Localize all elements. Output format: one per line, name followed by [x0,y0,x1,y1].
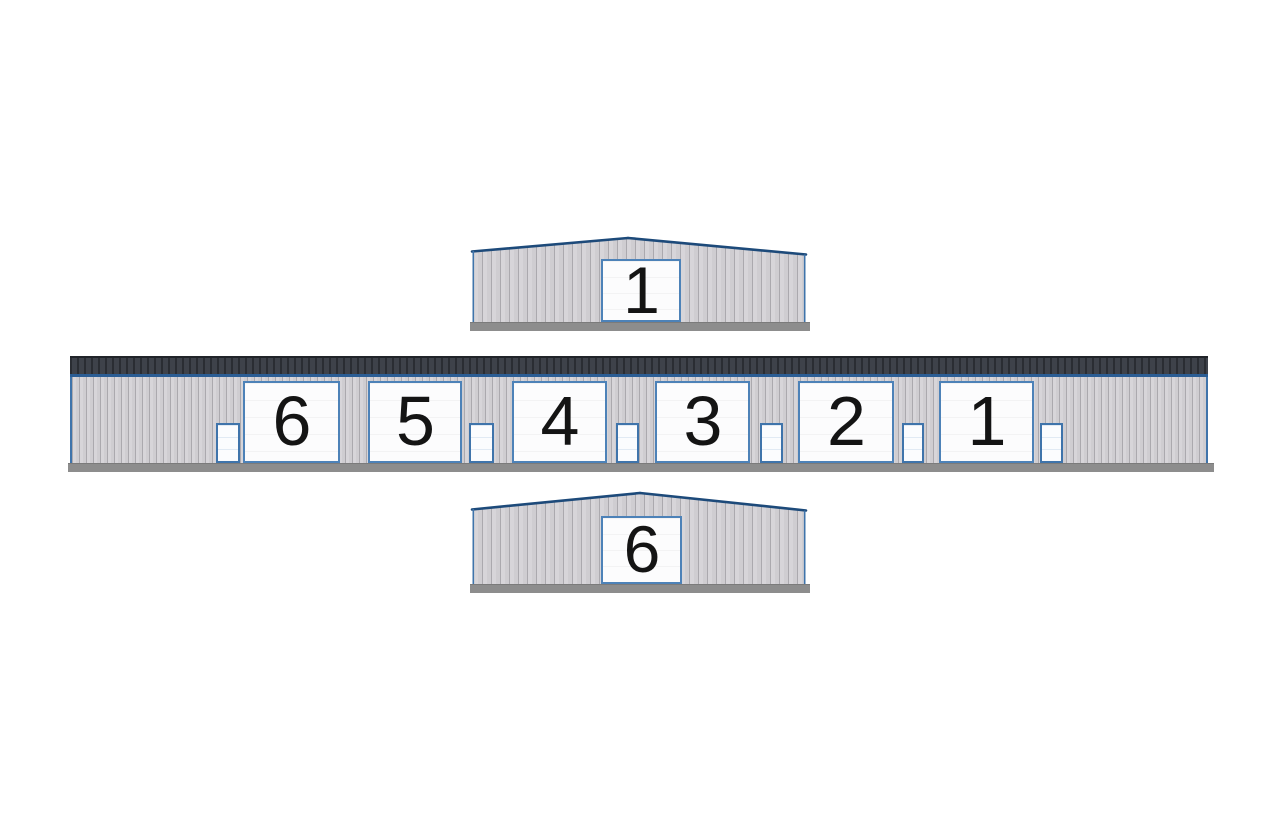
end-door-unit-6: 6 [601,516,682,584]
door-number: 2 [827,382,866,460]
overhead-door-unit-5: 5 [368,381,462,463]
man-door [216,423,240,463]
man-door [1040,423,1063,463]
end-elevation-top: 1 [470,236,810,331]
man-door [902,423,924,463]
door-number: 1 [623,252,660,327]
door-number: 4 [540,382,580,460]
man-door [760,423,783,463]
front-wall-panel [70,377,1208,463]
door-number: 6 [623,512,661,586]
end-door-unit-1: 1 [601,252,681,327]
overhead-door-unit-6: 6 [243,381,340,463]
overhead-door-unit-2: 2 [798,381,894,463]
roof-fascia [70,356,1208,374]
foundation-base [470,322,810,331]
door-number: 1 [967,382,1007,460]
front-elevation: 6 5 4 3 2 1 [68,356,1214,472]
overhead-door-unit-1: 1 [939,381,1034,463]
foundation-base [470,584,810,593]
eave-trim-line [70,374,1208,377]
foundation-base [68,463,1214,472]
door-number: 5 [396,382,435,460]
man-door [469,423,494,463]
overhead-door-unit-4: 4 [512,381,607,463]
end-elevation-bottom: 6 [470,491,810,593]
man-door [616,423,639,463]
door-number: 6 [272,382,312,460]
overhead-door-unit-3: 3 [655,381,750,463]
door-number: 3 [683,382,723,460]
